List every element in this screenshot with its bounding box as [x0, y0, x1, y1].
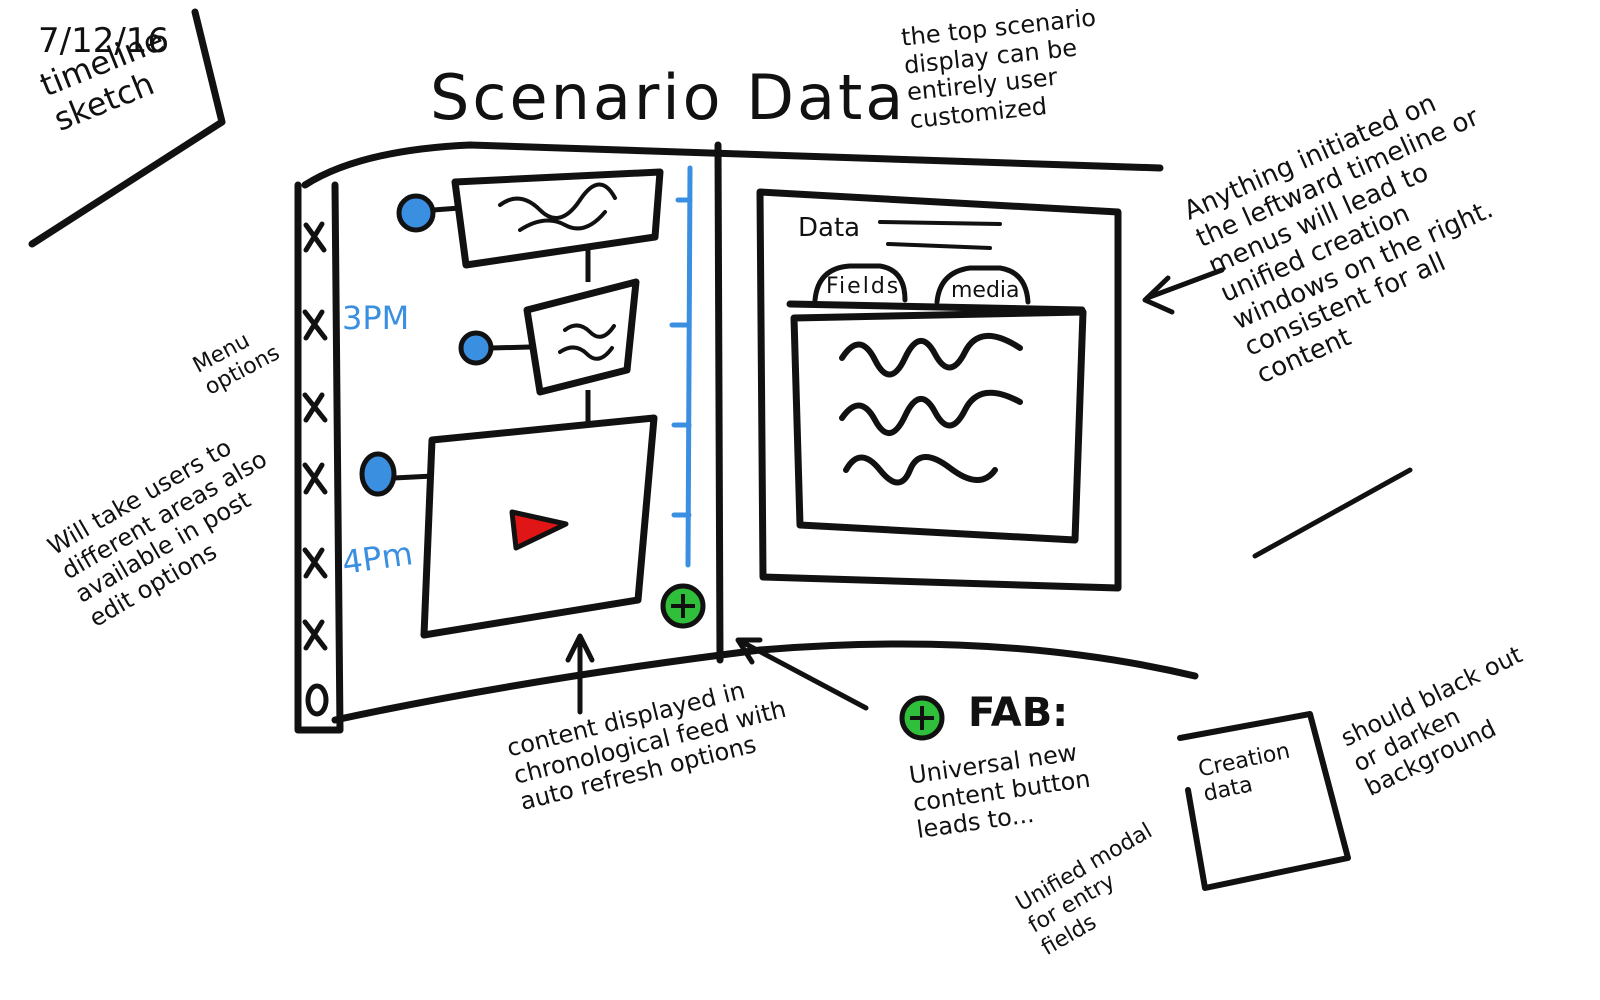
feed-card-text-1[interactable] — [451, 168, 664, 269]
feed-card-video[interactable] — [420, 414, 658, 639]
menu-item-5[interactable] — [302, 547, 328, 579]
fab-button[interactable] — [660, 583, 706, 629]
detail-panel-frame — [756, 188, 1122, 592]
page-title: Scenario Data — [430, 61, 907, 134]
menu-item-7[interactable] — [305, 683, 329, 717]
arrow-to-panel — [1142, 267, 1225, 315]
x-mark-icon — [302, 462, 328, 495]
feed-card-text-2[interactable] — [523, 278, 640, 396]
tab-media[interactable]: media — [951, 278, 1020, 303]
x-mark-icon — [303, 221, 327, 253]
detail-content-box[interactable] — [790, 308, 1087, 544]
timeline-node-2[interactable] — [458, 330, 494, 366]
timeline-node-3[interactable] — [359, 451, 397, 497]
detail-data-label: Data — [798, 213, 861, 243]
creation-modal-sketch — [1177, 711, 1351, 891]
tab-media-outline[interactable] — [934, 265, 1031, 305]
timeline-time-3pm: 3PM — [342, 299, 410, 337]
timeline-ticks — [669, 197, 693, 518]
x-mark-icon — [302, 547, 328, 579]
timeline-track[interactable] — [685, 165, 693, 568]
x-mark-icon — [302, 309, 328, 341]
label-corner-frame — [28, 8, 226, 248]
arrow-to-fab — [735, 637, 869, 711]
tab-fields[interactable]: Fields — [826, 274, 901, 299]
menu-item-4[interactable] — [302, 462, 328, 495]
plus-icon — [671, 594, 695, 618]
timeline-node-1[interactable] — [396, 193, 436, 233]
sketch-date: 7/12/16 — [38, 21, 170, 61]
circle-icon — [305, 683, 329, 717]
panel-divider — [714, 141, 724, 664]
arrow-to-feed — [565, 633, 595, 715]
tab-fields-outline[interactable] — [812, 263, 908, 303]
tab-baseline — [786, 300, 1086, 314]
menu-item-3[interactable] — [302, 392, 328, 423]
x-mark-icon — [302, 392, 328, 423]
play-icon[interactable] — [509, 509, 569, 551]
fab-legend-icon — [899, 695, 945, 741]
underline-consistent — [1252, 467, 1413, 559]
data-underlines — [878, 220, 1002, 250]
menu-rail — [294, 181, 344, 734]
menu-item-1[interactable] — [303, 221, 327, 253]
menu-item-6[interactable] — [302, 619, 328, 651]
frame-top-line — [301, 141, 1164, 189]
x-mark-icon — [302, 619, 328, 651]
menu-item-2[interactable] — [302, 309, 328, 341]
fab-title: FAB: — [968, 690, 1069, 736]
